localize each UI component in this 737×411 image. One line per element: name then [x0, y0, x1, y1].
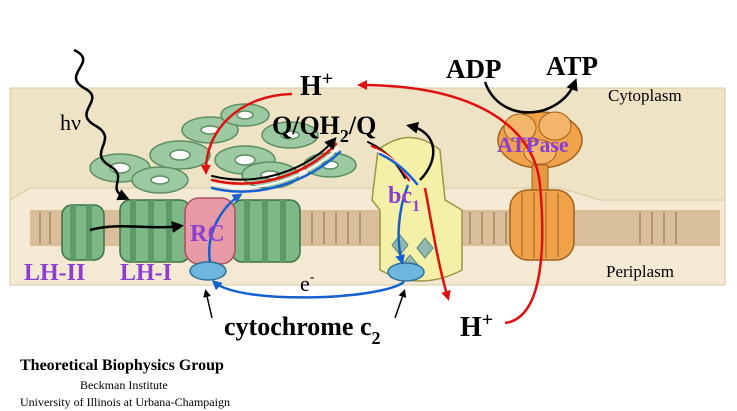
- quinone-text: Q/QH: [272, 111, 340, 140]
- credit-institute: Beckman Institute: [80, 378, 168, 392]
- cytochrome-c2-at-rc: [189, 261, 227, 281]
- h-plus-bottom-label: H+: [460, 309, 493, 343]
- proton-release-arrow: [423, 187, 451, 301]
- bc1-label: bc1: [388, 183, 420, 215]
- adp-label: ADP: [446, 54, 502, 84]
- h-plus-top-text: H: [300, 71, 322, 102]
- periplasm-label: Periplasm: [606, 262, 674, 281]
- cytochrome-sub: 2: [372, 328, 381, 348]
- proton-return-arrow: [357, 80, 544, 325]
- bc1-text: bc: [388, 183, 412, 209]
- electron-rc-up-arrow: [207, 193, 243, 263]
- cytochrome-text: cytochrome c: [224, 312, 372, 341]
- atpase-label: ATPase: [497, 132, 569, 157]
- quinone-path-left: [210, 136, 342, 193]
- electron-bc1-down-arrow: [395, 184, 410, 265]
- cytochrome-c2-at-bc1: [387, 262, 425, 282]
- rc-label: RC: [190, 221, 225, 247]
- adp-atp-arrow: [483, 78, 578, 114]
- lh2-rings: [89, 103, 357, 194]
- electron-flow-arrow: [211, 280, 405, 299]
- cytochrome-label: cytochrome c2: [224, 312, 381, 348]
- lh2-label: LH-II: [24, 260, 85, 286]
- quinone-end: /Q: [348, 111, 376, 140]
- excitation-arrow: [89, 221, 184, 234]
- electron-sup: -: [310, 270, 315, 285]
- h-plus-bottom-text: H: [460, 312, 482, 343]
- quinone-sub: 2: [340, 126, 349, 146]
- quinone-label: Q/QH2/Q: [272, 111, 376, 146]
- photon-label: hν: [60, 110, 81, 135]
- cytochrome-pointer-right: [394, 289, 407, 319]
- h-plus-top-sup: +: [322, 68, 333, 90]
- lh1-complex: [119, 199, 301, 263]
- atp-label: ATP: [546, 51, 598, 81]
- cytoplasm-label: Cytoplasm: [608, 86, 682, 105]
- h-plus-top-label: H+: [300, 68, 333, 102]
- quinone-path-right: [367, 141, 419, 186]
- photon-arrow: [73, 48, 130, 201]
- electron-text: e: [300, 271, 310, 296]
- electron-label: e-: [300, 270, 315, 296]
- credit-university: University of Illinois at Urbana-Champai…: [20, 395, 230, 409]
- bc1-sub: 1: [412, 198, 420, 215]
- lh2-complex: [61, 204, 105, 261]
- bc1-complex: [371, 136, 463, 282]
- proton-uptake-arrow: [200, 92, 293, 175]
- h-plus-bottom-sup: +: [482, 309, 493, 331]
- credit-group: Theoretical Biophysics Group: [20, 357, 224, 374]
- qcycle-arrow: [406, 121, 435, 181]
- lh1-label: LH-I: [120, 260, 172, 286]
- cytochrome-pointer-left: [203, 289, 213, 319]
